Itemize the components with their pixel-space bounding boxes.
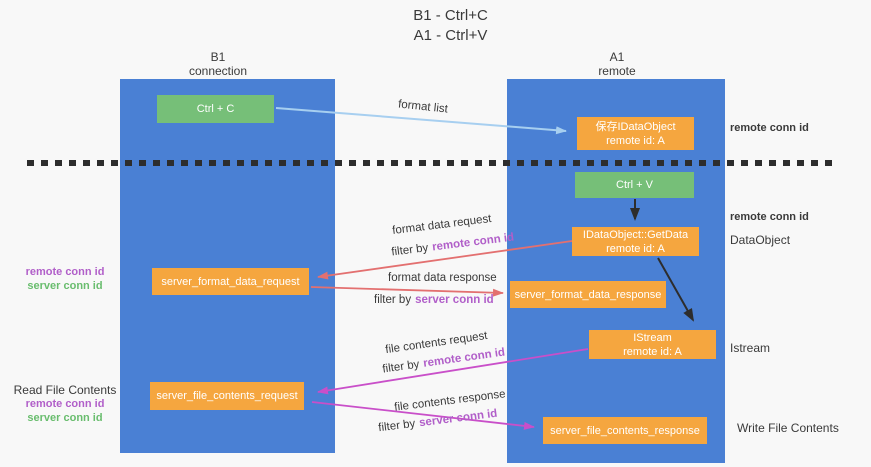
side-label-dataobject: DataObject (730, 233, 791, 247)
node-save-idataobject-line2: remote id: A (606, 134, 665, 147)
node-server-format-data-request: server_format_data_request (152, 268, 309, 295)
title-line-1: B1 - Ctrl+C (413, 7, 488, 24)
filter-by-text: filter by (390, 242, 429, 259)
edge-label-format-data-response: format data response (388, 272, 497, 284)
node-idataobject-getdata-line2: remote id: A (606, 242, 665, 255)
side-label-istream: Istream (730, 341, 771, 355)
side-label-remote-conn-id-bottom: remote conn id (25, 398, 105, 410)
node-ctrl-v-label: Ctrl + V (616, 179, 653, 191)
node-server-format-data-response: server_format_data_response (510, 281, 666, 308)
node-server-format-data-request-label: server_format_data_request (161, 275, 300, 288)
node-istream-line2: remote id: A (623, 345, 682, 358)
node-save-idataobject: 保存IDataObject remote id: A (577, 117, 694, 150)
node-server-file-contents-request-label: server_file_contents_request (156, 390, 298, 402)
filter-by-text: filter by (377, 417, 416, 435)
remote-conn-id-text: remote conn id (422, 346, 506, 370)
edge-label-format-list: format list (397, 98, 449, 116)
node-server-file-contents-response: server_file_contents_response (543, 417, 707, 444)
filter-by-text: filter by (374, 294, 412, 306)
side-label-remote-conn-id-mid: remote conn id (730, 211, 809, 223)
left-column-header: B1 connection (148, 50, 288, 78)
remote-conn-id-text: remote conn id (431, 231, 515, 254)
edge-label-format-data-request: format data request (391, 212, 493, 238)
node-istream-line1: IStream (633, 331, 672, 344)
right-column-subtitle: remote (598, 64, 636, 78)
left-conn-id-stack-bottom: Read File Contents remote conn id server… (10, 383, 120, 425)
side-label-remote-conn-id-top: remote conn id (730, 122, 809, 134)
filter-by-text: filter by (381, 358, 421, 376)
side-label-remote-conn-id-left: remote conn id (25, 266, 105, 278)
node-idataobject-getdata: IDataObject::GetData remote id: A (572, 227, 699, 256)
node-ctrl-c: Ctrl + C (157, 95, 274, 123)
side-label-server-conn-id-bottom: server conn id (27, 412, 103, 424)
node-istream: IStream remote id: A (589, 330, 716, 359)
right-column-header: A1 remote (547, 50, 687, 78)
node-ctrl-c-label: Ctrl + C (196, 103, 235, 115)
left-column-subtitle: connection (188, 64, 248, 78)
left-conn-id-stack-mid: remote conn id server conn id (15, 265, 115, 293)
side-label-write-file-contents: Write File Contents (737, 421, 839, 435)
node-server-file-contents-request: server_file_contents_request (150, 382, 304, 410)
node-save-idataobject-line1: 保存IDataObject (595, 120, 676, 133)
node-ctrl-v: Ctrl + V (575, 172, 694, 198)
diagram-title: B1 - Ctrl+C A1 - Ctrl+V (15, 6, 871, 46)
left-column-name: B1 (210, 50, 226, 64)
node-server-format-data-response-label: server_format_data_response (514, 288, 662, 301)
server-conn-id-text: server conn id (418, 407, 498, 430)
node-server-file-contents-response-label: server_file_contents_response (550, 424, 700, 437)
side-label-server-conn-id-left: server conn id (27, 280, 103, 292)
arrow-format-data-response (310, 286, 504, 297)
side-label-read-file-contents: Read File Contents (13, 383, 117, 397)
title-line-2: A1 - Ctrl+V (413, 27, 488, 44)
right-column-name: A1 (609, 50, 625, 64)
node-idataobject-getdata-line1: IDataObject::GetData (582, 228, 689, 241)
server-conn-id-text: server conn id (415, 294, 494, 306)
